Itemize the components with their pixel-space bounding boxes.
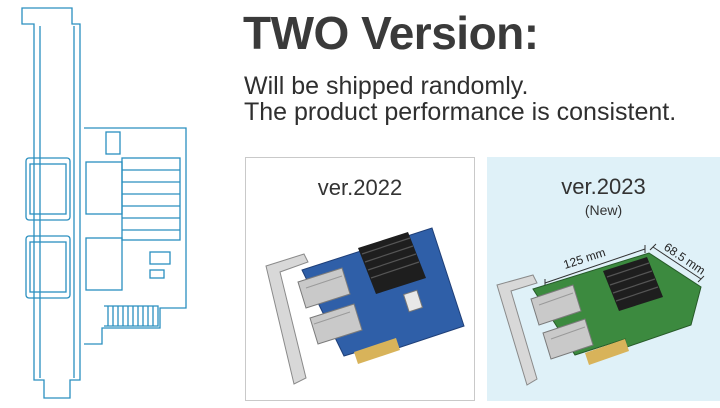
version-2022-panel: ver.2022: [245, 157, 475, 401]
version-2023-panel: ver.2023 (New) 125 mm 68.5 mm: [487, 157, 720, 401]
version-2022-label: ver.2022: [317, 175, 403, 200]
network-card-2023-image: 125 mm 68.5 mm: [496, 240, 708, 386]
card-blueprint-illustration: [21, 7, 187, 399]
version-2023-label: ver.2023: [561, 174, 646, 199]
headline: TWO Version:: [243, 7, 539, 59]
network-card-2022-image: [265, 227, 465, 385]
shipping-note: Will be shipped randomly.: [244, 72, 529, 100]
version-2023-new-badge: (New): [584, 202, 623, 218]
performance-note: The product performance is consistent.: [244, 98, 677, 126]
